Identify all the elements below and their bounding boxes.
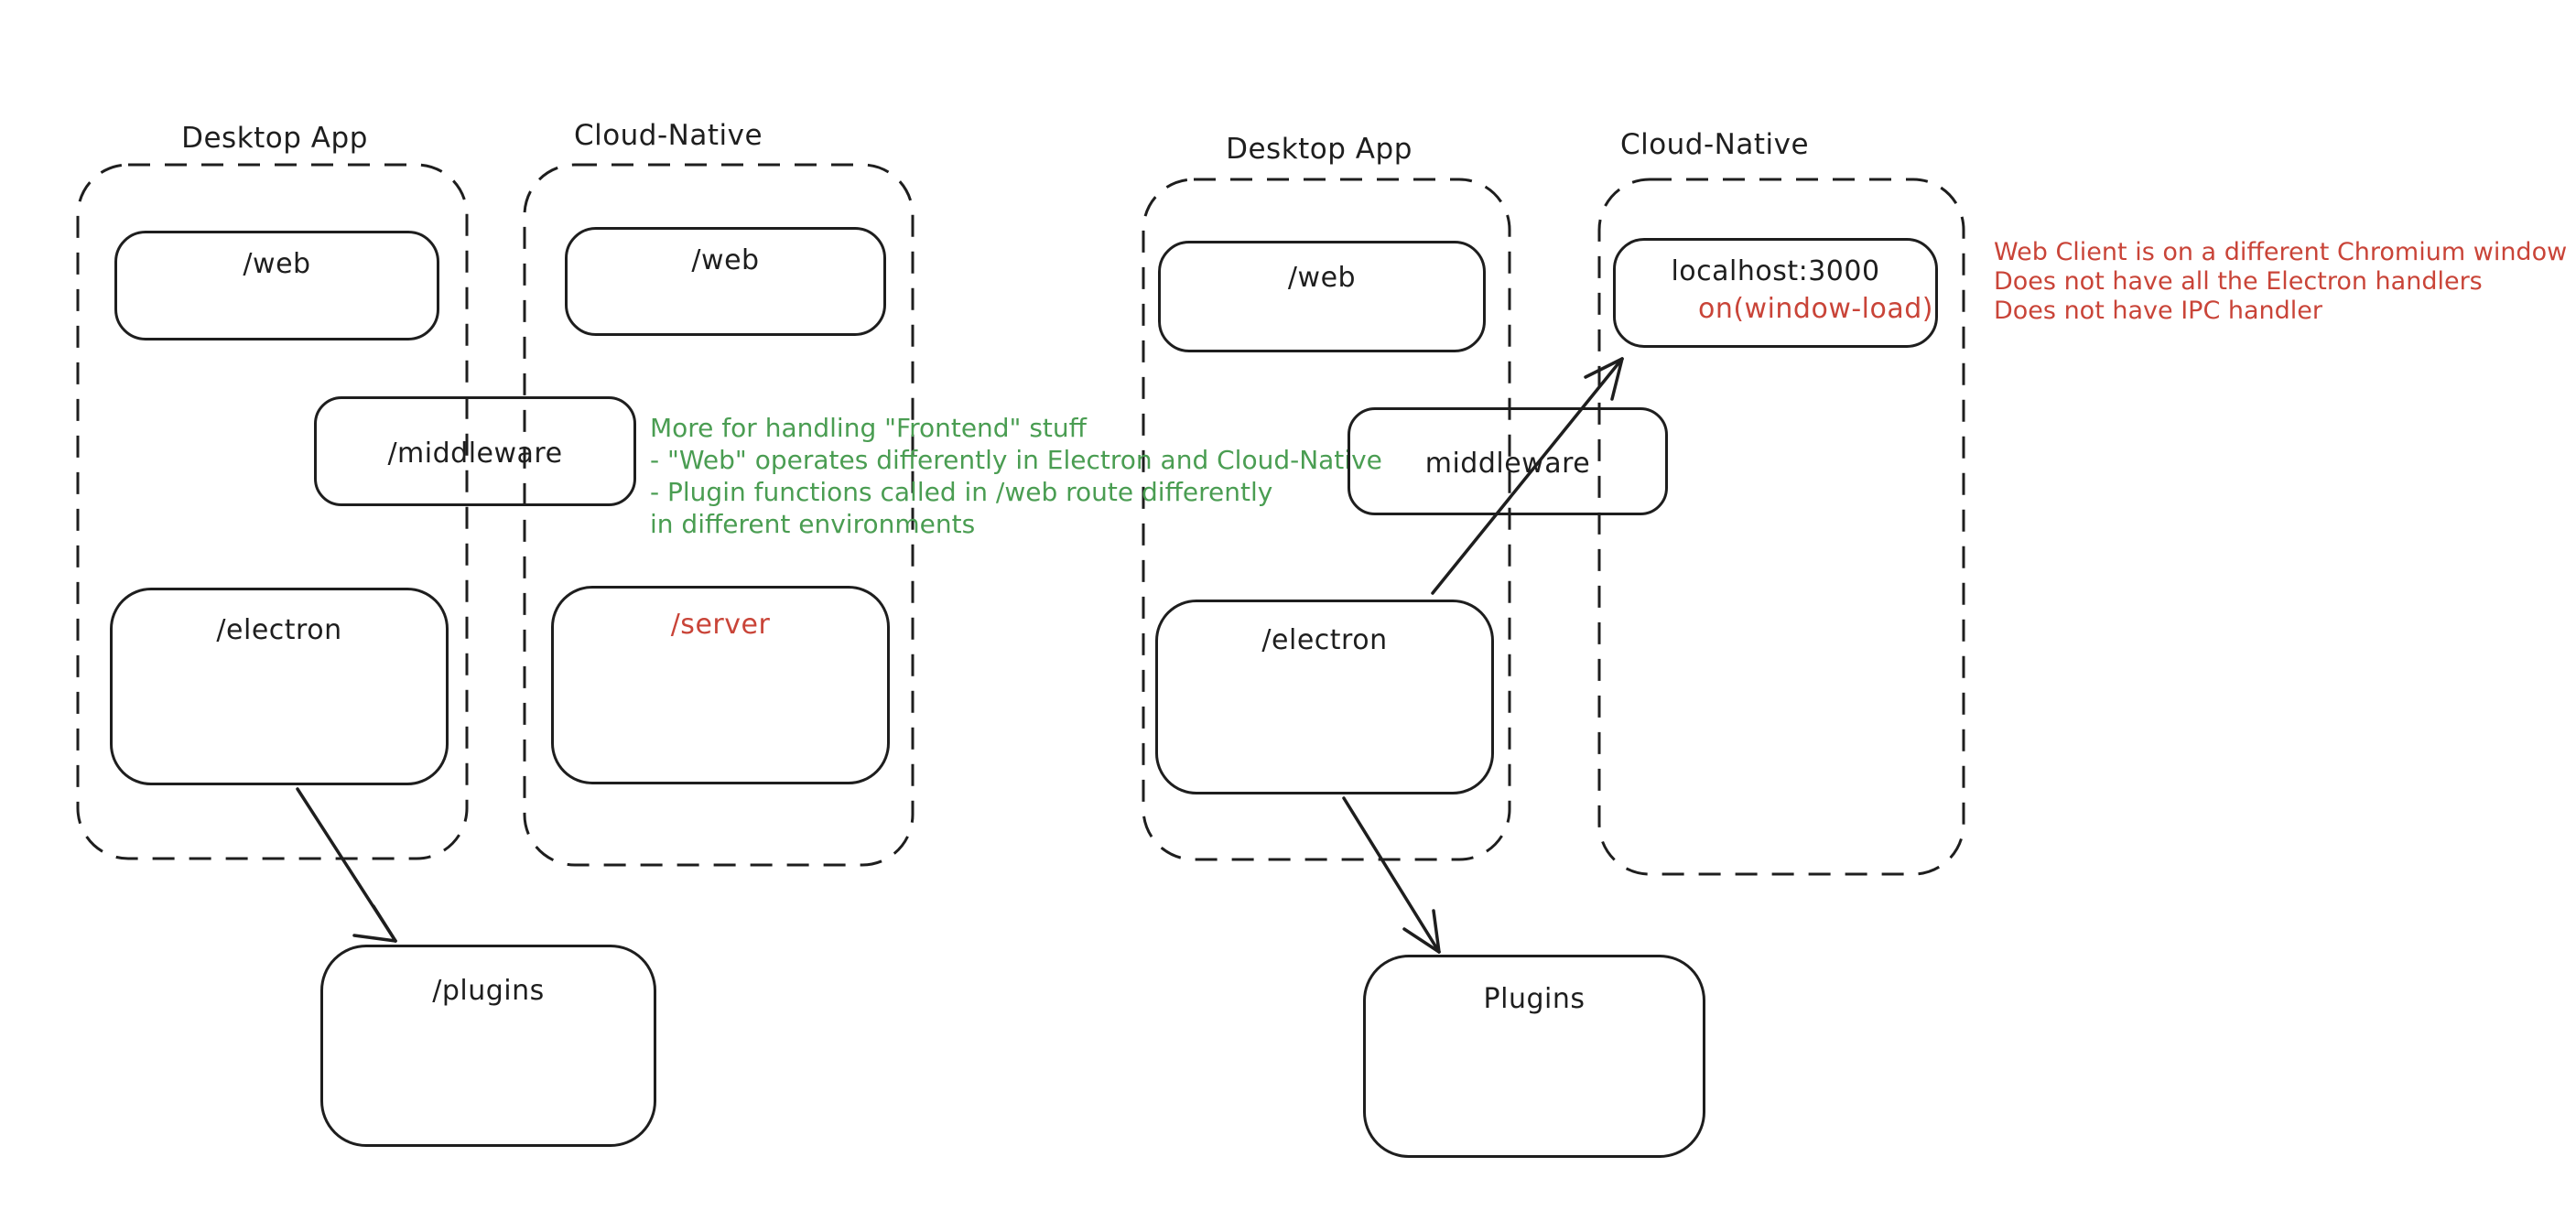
green-note: More for handling "Frontend" stuff - "We… bbox=[650, 412, 1382, 540]
green-note-line: - Plugin functions called in /web route … bbox=[650, 477, 1273, 507]
right-web-label: /web bbox=[1287, 262, 1357, 294]
green-note-line: More for handling "Frontend" stuff bbox=[650, 413, 1087, 443]
red-note-line: Does not have IPC handler bbox=[1994, 297, 2323, 325]
right-plugins-label: Plugins bbox=[1483, 983, 1586, 1015]
red-note-line: Does not have all the Electron handlers bbox=[1994, 267, 2483, 296]
right-electron-box: /electron bbox=[1155, 600, 1494, 794]
left-web-desktop-box: /web bbox=[114, 231, 439, 340]
arrow-right-electron-to-plugins bbox=[1342, 796, 1441, 954]
red-note: Web Client is on a different Chromium wi… bbox=[1994, 238, 2567, 326]
green-note-line: in different environments bbox=[650, 509, 976, 539]
left-electron-label: /electron bbox=[216, 614, 342, 646]
left-server-box: /server bbox=[551, 586, 890, 784]
right-web-box: /web bbox=[1158, 241, 1486, 352]
right-middleware-box: middleware bbox=[1348, 407, 1668, 515]
right-electron-label: /electron bbox=[1261, 624, 1388, 656]
left-web-cloud-label: /web bbox=[691, 244, 760, 276]
right-desktop-app-label: Desktop App bbox=[1226, 133, 1412, 166]
right-plugins-box: Plugins bbox=[1363, 955, 1705, 1158]
arrow-left-electron-to-plugins bbox=[296, 787, 397, 943]
left-web-desktop-label: /web bbox=[243, 248, 311, 280]
right-localhost-subtitle: on(window-load) bbox=[1697, 293, 1934, 325]
red-note-line: Web Client is on a different Chromium wi… bbox=[1994, 238, 2568, 266]
right-localhost-title: localhost:3000 bbox=[1671, 255, 1880, 287]
left-plugins-label: /plugins bbox=[432, 975, 545, 1007]
right-cloud-native-label: Cloud-Native bbox=[1619, 128, 1810, 161]
left-web-cloud-box: /web bbox=[565, 227, 886, 336]
left-cloud-native-label: Cloud-Native bbox=[573, 119, 763, 152]
left-server-label: /server bbox=[670, 609, 771, 641]
right-middleware-label: middleware bbox=[1424, 448, 1591, 480]
right-localhost-box: localhost:3000 on(window-load) bbox=[1613, 238, 1938, 348]
left-middleware-box: /middleware bbox=[314, 396, 636, 506]
left-desktop-app-label: Desktop App bbox=[181, 122, 368, 155]
green-note-line: - "Web" operates differently in Electron… bbox=[650, 445, 1382, 475]
left-plugins-box: /plugins bbox=[320, 945, 656, 1147]
left-electron-box: /electron bbox=[110, 588, 449, 785]
left-middleware-label: /middleware bbox=[387, 438, 563, 470]
